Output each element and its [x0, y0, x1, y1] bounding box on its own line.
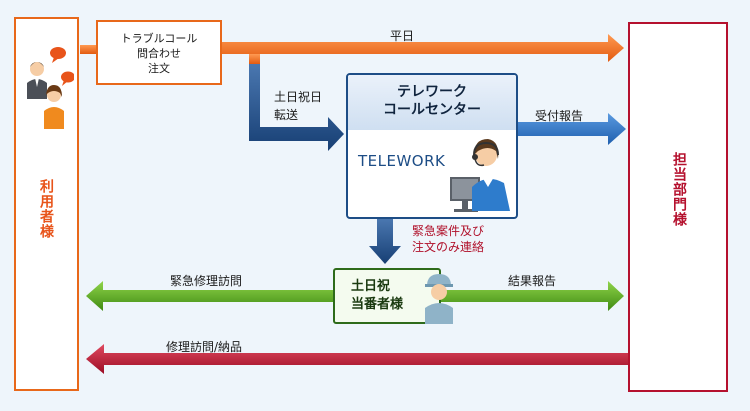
repair-delivery-label: 修理訪問/納品	[166, 340, 243, 354]
trouble-line-3: 注文	[148, 62, 170, 75]
result-report-label: 結果報告	[508, 274, 557, 288]
emergency-repair-arrow	[86, 281, 333, 311]
urgent-order-label: 緊急案件及び 注文のみ連絡	[412, 223, 484, 255]
repair-delivery-arrow	[86, 344, 628, 374]
urgent-order-line-2: 注文のみ連絡	[412, 240, 485, 254]
holiday-branch-stub	[249, 54, 260, 64]
users-label: 利用者様	[38, 179, 54, 239]
weekday-arrow	[222, 34, 624, 62]
department-box: 担当部門様	[628, 22, 728, 392]
duty-title-line-2: 当番者様	[351, 297, 404, 312]
holiday-transfer-arrow	[249, 64, 344, 151]
weekday-label: 平日	[390, 29, 415, 43]
call-center-title-line-2: コールセンター	[383, 102, 481, 118]
trouble-call-box: トラブルコール 問合わせ 注文	[96, 20, 222, 85]
holiday-transfer-label: 土日祝日 転送	[274, 88, 322, 124]
operator-icon	[450, 139, 510, 212]
trouble-line-1: トラブルコール	[120, 32, 198, 45]
urgent-contact-arrow	[369, 219, 401, 264]
reception-report-label: 受付報告	[535, 109, 584, 123]
result-report-arrow	[441, 281, 624, 311]
trouble-line-2: 問合わせ	[137, 47, 181, 60]
reception-report-arrow	[518, 113, 626, 145]
users-to-trouble-connector	[80, 45, 96, 54]
call-center-title-line-1: テレワーク	[397, 84, 467, 100]
department-label: 担当部門様	[671, 152, 687, 227]
emergency-repair-label: 緊急修理訪問	[170, 274, 243, 288]
telework-logo: TELEWORK	[358, 152, 446, 170]
duty-worker-icon	[425, 274, 453, 324]
duty-person-box: 土日祝 当番者様	[333, 268, 441, 324]
duty-title-line-1: 土日祝	[351, 279, 391, 294]
users-box: 利用者様	[14, 17, 79, 391]
call-center-box: テレワーク コールセンター TELEWORK	[346, 73, 518, 219]
holiday-transfer-line-2: 転送	[274, 108, 299, 122]
call-center-title: テレワーク コールセンター	[348, 75, 516, 130]
urgent-order-line-1: 緊急案件及び	[412, 224, 485, 238]
users-person-icon	[27, 47, 74, 129]
holiday-transfer-line-1: 土日祝日	[274, 90, 323, 104]
